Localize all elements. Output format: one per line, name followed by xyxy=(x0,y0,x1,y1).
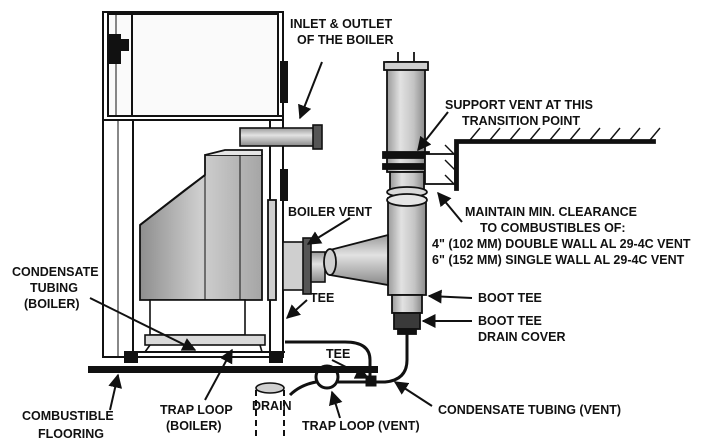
label-inlet-outlet-2: OF THE BOILER xyxy=(297,33,394,47)
leader-lines xyxy=(89,61,473,419)
label-trap-loop-boiler-1: TRAP LOOP xyxy=(160,403,233,417)
label-tee-boiler: TEE xyxy=(310,291,334,305)
condensate-tubing xyxy=(285,334,409,397)
boiler-base xyxy=(124,351,285,363)
label-clearance-1: MAINTAIN MIN. CLEARANCE xyxy=(465,205,637,219)
label-condensate-boiler-3: (BOILER) xyxy=(24,297,80,311)
vent-pipe-system xyxy=(323,52,430,335)
combustible-flooring xyxy=(88,366,378,373)
label-boot-tee-cover-1: BOOT TEE xyxy=(478,314,542,328)
label-boiler-vent: BOILER VENT xyxy=(288,205,372,219)
label-drain: DRAIN xyxy=(252,399,292,413)
label-condensate-boiler-2: TUBING xyxy=(30,281,78,295)
label-clearance-3: 4" (102 MM) DOUBLE WALL AL 29-4C VENT xyxy=(432,237,691,251)
wall-support xyxy=(424,127,661,191)
diagram-labels: INLET & OUTLET OF THE BOILER SUPPORT VEN… xyxy=(12,17,691,441)
label-trap-loop-vent: TRAP LOOP (VENT) xyxy=(302,419,420,433)
label-tee-lower: TEE xyxy=(326,347,350,361)
label-trap-loop-boiler-2: (BOILER) xyxy=(166,419,222,433)
boiler-vent-flange xyxy=(282,237,326,295)
label-inlet-outlet-1: INLET & OUTLET xyxy=(290,17,392,31)
label-boot-tee-cover-2: DRAIN COVER xyxy=(478,330,566,344)
label-boot-tee: BOOT TEE xyxy=(478,291,542,305)
inlet-outlet-pipe xyxy=(239,124,323,150)
label-clearance-4: 6" (152 MM) SINGLE WALL AL 29-4C VENT xyxy=(432,253,685,267)
label-flooring-1: COMBUSTIBLE xyxy=(22,409,114,423)
label-condensate-boiler-1: CONDENSATE xyxy=(12,265,99,279)
label-condensate-vent: CONDENSATE TUBING (VENT) xyxy=(438,403,621,417)
label-support-vent-2: TRANSITION POINT xyxy=(462,114,580,128)
label-flooring-2: FLOORING xyxy=(38,427,104,440)
label-support-vent-1: SUPPORT VENT AT THIS xyxy=(445,98,593,112)
label-clearance-2: TO COMBUSTIBLES OF: xyxy=(480,221,626,235)
heat-exchanger xyxy=(139,149,277,301)
drain-pipe xyxy=(255,382,285,440)
burner-tray xyxy=(144,299,266,353)
